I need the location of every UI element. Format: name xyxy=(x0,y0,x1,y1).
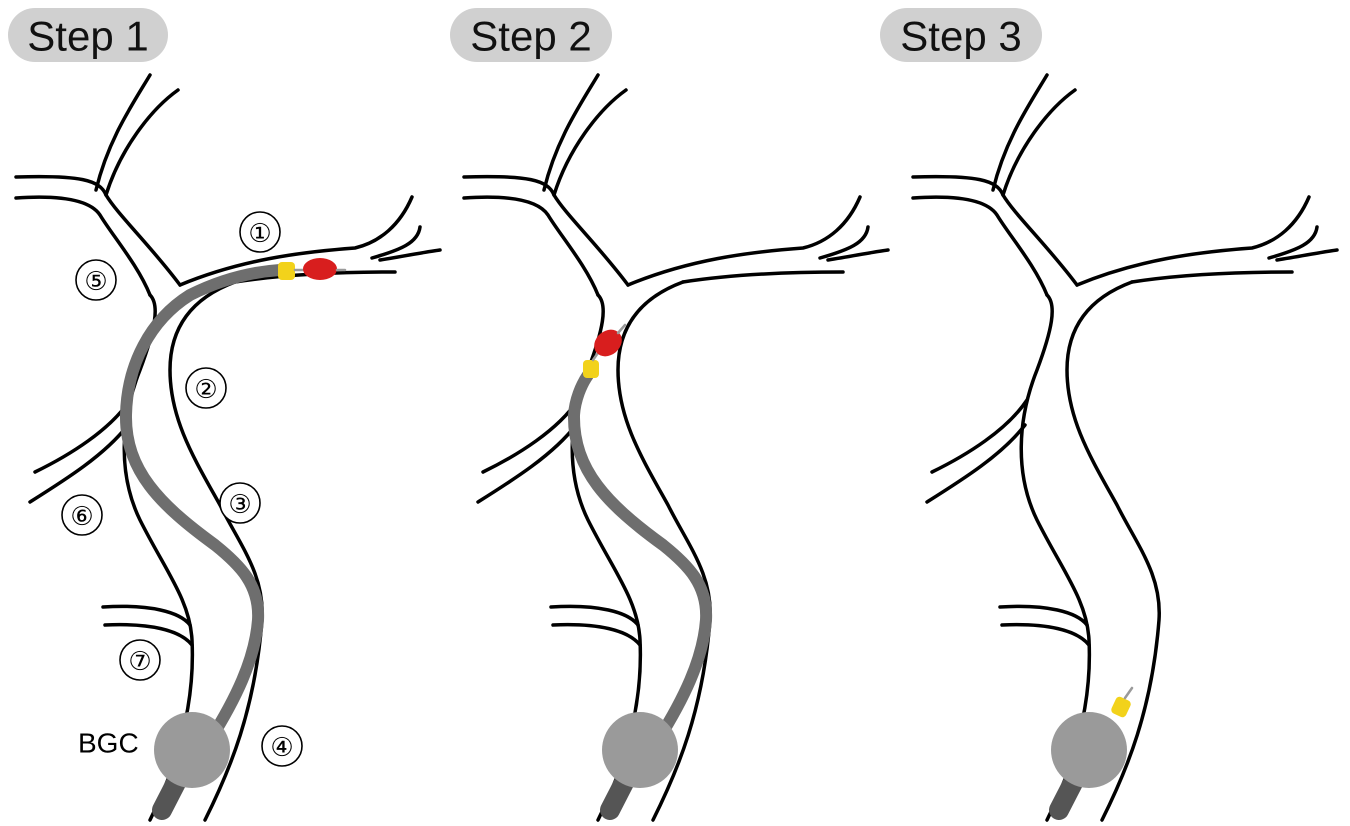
aspiration-tip xyxy=(583,360,599,378)
svg-text:Step 2: Step 2 xyxy=(470,13,591,60)
svg-text:⑦: ⑦ xyxy=(128,646,151,676)
catheter xyxy=(119,264,286,746)
svg-text:Step 1: Step 1 xyxy=(27,13,148,60)
step-3-panel: Step 3 xyxy=(880,8,1339,822)
segment-label-7: ⑦ xyxy=(119,639,161,681)
segment-label-6: ⑥ xyxy=(61,494,103,536)
step-2-label: Step 2 xyxy=(450,8,612,62)
svg-text:⑥: ⑥ xyxy=(70,501,93,531)
segment-label-5: ⑤ xyxy=(75,259,117,301)
step-2-panel: Step 2 xyxy=(450,8,890,822)
svg-text:Step 3: Step 3 xyxy=(900,13,1021,60)
thrombus xyxy=(594,329,622,357)
svg-text:⑤: ⑤ xyxy=(84,266,107,296)
svg-text:②: ② xyxy=(194,374,217,404)
svg-text:③: ③ xyxy=(228,489,251,519)
bgc-label: BGC xyxy=(78,728,139,759)
step-1-label: Step 1 xyxy=(8,8,168,62)
segment-label-1: ① xyxy=(239,211,281,253)
aspiration-tip xyxy=(278,262,295,280)
step-1-panel: Step 1 ① ② ③ ④ ⑤ ⑥ ⑦ BGC xyxy=(8,8,442,822)
segment-label-3: ③ xyxy=(219,482,261,524)
thrombus xyxy=(303,258,337,280)
segment-label-4: ④ xyxy=(261,725,303,767)
svg-text:①: ① xyxy=(248,218,271,248)
catheter xyxy=(567,369,713,746)
segment-label-2: ② xyxy=(185,367,227,409)
svg-text:④: ④ xyxy=(270,732,293,762)
step-3-label: Step 3 xyxy=(880,8,1042,62)
aspiration-tip xyxy=(1111,696,1131,718)
